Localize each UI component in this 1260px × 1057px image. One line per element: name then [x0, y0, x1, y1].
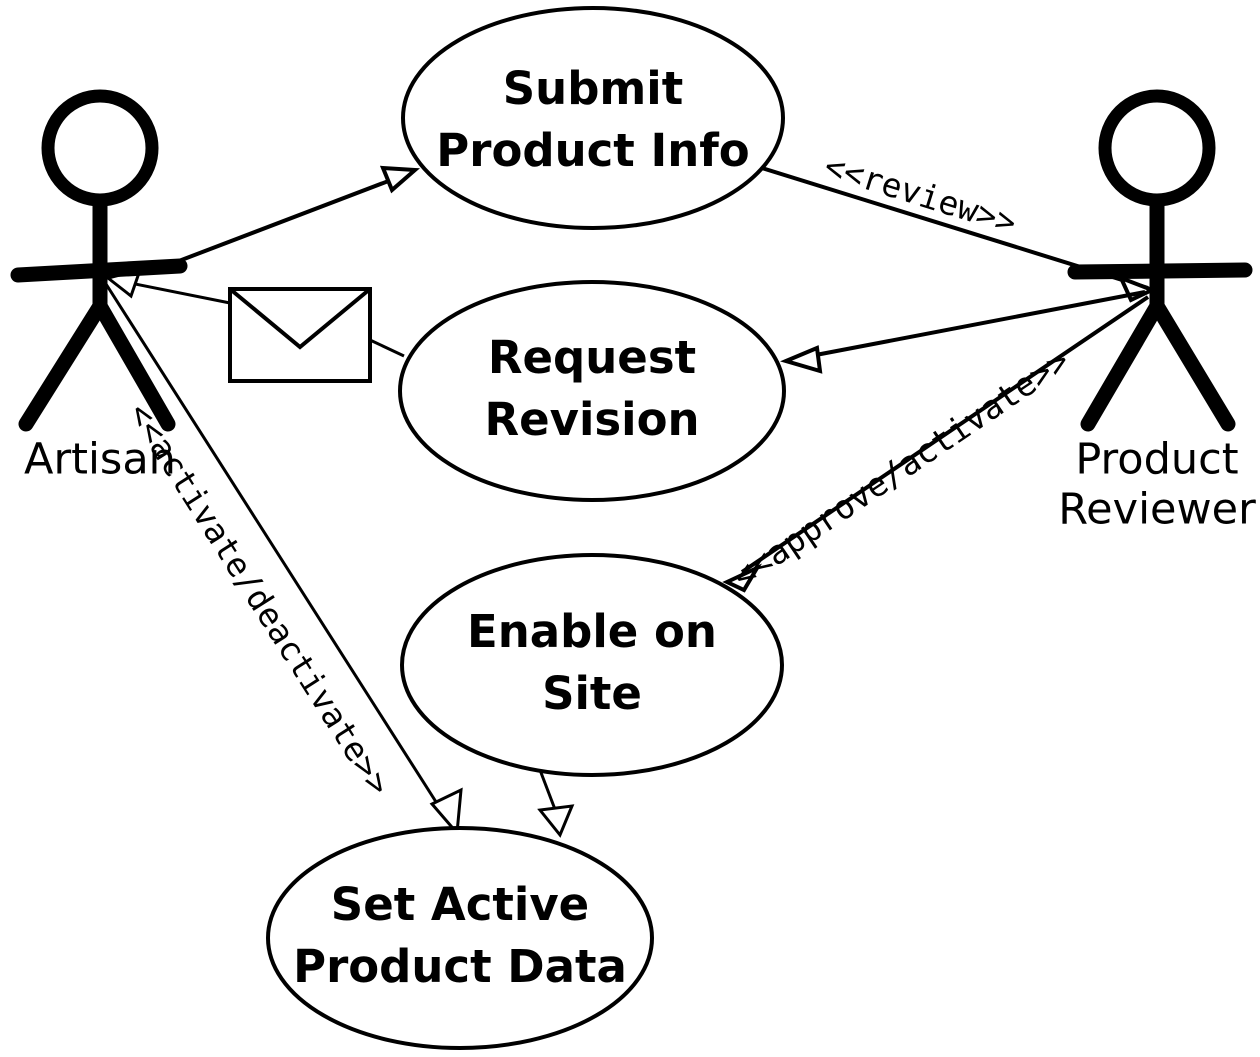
use-case-enable-on-site[interactable]: Enable on Site [400, 553, 784, 777]
edge-artisan-to-submit[interactable] [149, 165, 420, 274]
actor-label-artisan: Artisan [24, 435, 176, 485]
edge-arrowhead-open [780, 345, 823, 374]
actor-head-icon [1098, 89, 1216, 207]
envelope-body-rect [228, 287, 372, 383]
envelope-icon[interactable] [228, 287, 372, 383]
edge-reviewer-to-request-revision[interactable] [780, 290, 1146, 374]
use-case-label-line-2: Product Info [436, 124, 749, 177]
use-case-label-line-1: Set Active [331, 878, 589, 931]
use-case-label-line-1: Request [488, 331, 696, 384]
edge-arrowhead-open [429, 787, 463, 837]
edge-arrowhead-open [722, 563, 763, 593]
edge-line [799, 290, 1146, 360]
actor-leg-right [1149, 298, 1236, 432]
actor-product-reviewer[interactable]: Product Reviewer [1058, 89, 1256, 535]
actor-leg-left [18, 298, 108, 432]
edge-enable-on-site-to-set-active[interactable] [537, 769, 575, 838]
use-case-ellipse [401, 6, 785, 230]
use-case-label-line-2: Product Data [293, 940, 627, 993]
actor-arms [10, 258, 188, 283]
actor-arms [1067, 262, 1253, 280]
use-case-request-revision[interactable]: Request Revision [398, 280, 786, 502]
actor-leg-left [1080, 298, 1165, 432]
use-case-ellipse [398, 280, 786, 502]
actor-head-icon [41, 89, 159, 207]
envelope-flap-line [228, 287, 372, 350]
edge-line [149, 170, 413, 274]
edge-arrowhead-open [537, 804, 575, 838]
use-case-label-line-1: Enable on [467, 605, 717, 658]
actor-label-product-reviewer-line-2: Reviewer [1058, 485, 1256, 535]
actor-leg-right [92, 298, 176, 432]
edge-line-left [124, 280, 231, 305]
use-case-submit-product-info[interactable]: Submit Product Info [401, 6, 785, 230]
use-case-label-line-2: Site [542, 667, 642, 720]
edge-line [538, 769, 558, 813]
use-case-ellipse [266, 826, 654, 1050]
edge-line [104, 283, 440, 806]
use-case-label-line-1: Submit [503, 62, 683, 115]
use-case-ellipse [400, 553, 784, 777]
edge-line [740, 295, 1150, 574]
use-case-label-line-2: Revision [484, 393, 699, 446]
use-case-set-active-product-data[interactable]: Set Active Product Data [266, 826, 654, 1050]
actor-label-product-reviewer-line-1: Product [1075, 435, 1238, 485]
actor-artisan[interactable]: Artisan [10, 89, 188, 485]
edge-line-right [369, 338, 405, 358]
edge-arrowhead-open [379, 165, 420, 194]
